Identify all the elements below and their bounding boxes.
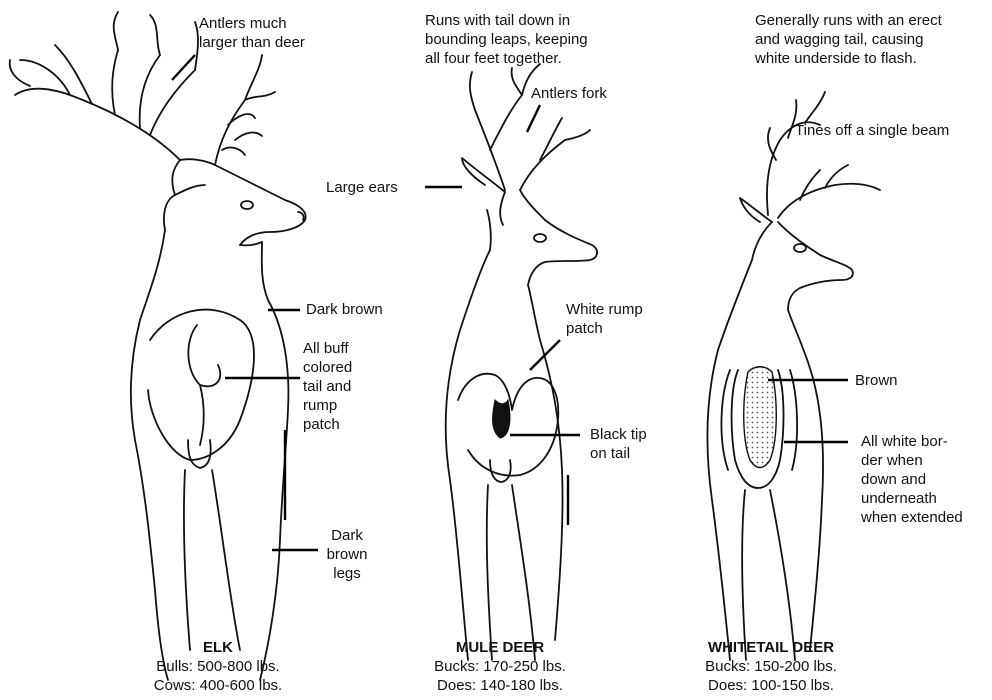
whitetail-deer-head [740, 198, 853, 310]
mule-antler-pointer [527, 105, 540, 132]
mule-deer-antlers-label: Antlers fork [531, 84, 607, 103]
mule-deer-ears-label: Large ears [326, 178, 398, 197]
elk-legs-label: Dark brown legs [325, 526, 369, 583]
elk-head [164, 159, 306, 245]
elk-rump-label: All buff colored tail and rump patch [303, 339, 352, 434]
mule-deer-weight-does: Does: 140-180 lbs. [390, 676, 610, 695]
elk-name: ELK [108, 638, 328, 657]
mule-deer-weight-bucks: Bucks: 170-250 lbs. [390, 657, 610, 676]
mule-rump-pointer [530, 340, 560, 370]
whitetail-deer-tail-label: Brown [855, 371, 898, 390]
whitetail-deer-name: WHITETAIL DEER [661, 638, 881, 657]
whitetail-deer-weight-does: Does: 100-150 lbs. [661, 676, 881, 695]
elk-weight-cows: Cows: 400-600 lbs. [108, 676, 328, 695]
whitetail-deer-weight-bucks: Bucks: 150-200 lbs. [661, 657, 881, 676]
mule-deer-run-label: Runs with tail down in bounding leaps, k… [425, 11, 588, 68]
elk-antler-pointer [172, 55, 195, 80]
elk-neck-label: Dark brown [306, 300, 383, 319]
elk-illustration [10, 12, 306, 680]
elk-caption: ELK Bulls: 500-800 lbs. Cows: 400-600 lb… [108, 638, 328, 695]
mule-deer-body [446, 250, 563, 660]
elk-antlers-label: Antlers much larger than deer [199, 14, 305, 52]
elk-weight-bulls: Bulls: 500-800 lbs. [108, 657, 328, 676]
whitetail-deer-brown-tail [744, 367, 777, 468]
mule-deer-rump-label: White rump patch [566, 300, 643, 338]
mule-deer-illustration [446, 64, 597, 660]
mule-deer-black-tail [493, 400, 510, 438]
elk-body [131, 230, 289, 680]
mule-deer-tail-label: Black tip on tail [590, 425, 647, 463]
mule-deer-name: MULE DEER [390, 638, 610, 657]
whitetail-deer-run-label: Generally runs with an erect and wagging… [755, 11, 942, 68]
whitetail-deer-antlers [767, 92, 880, 218]
whitetail-deer-border-label: All white bor- der when down and underne… [861, 432, 963, 527]
whitetail-deer-antlers-label: Tines off a single beam [795, 121, 949, 140]
mule-deer-caption: MULE DEER Bucks: 170-250 lbs. Does: 140-… [390, 638, 610, 695]
whitetail-deer-caption: WHITETAIL DEER Bucks: 150-200 lbs. Does:… [661, 638, 881, 695]
